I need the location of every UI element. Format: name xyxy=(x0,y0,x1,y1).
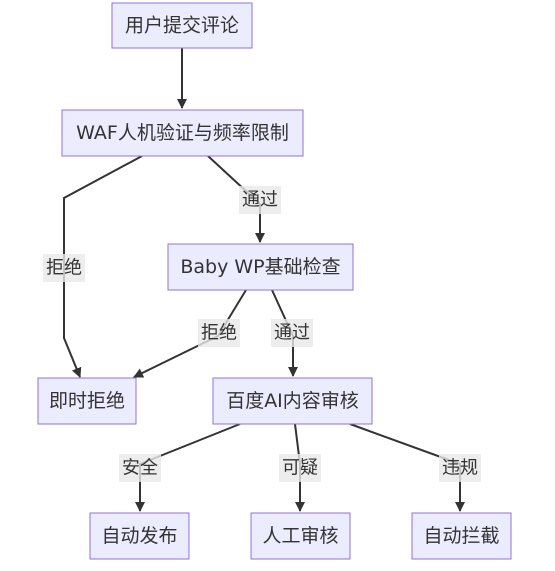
edge-label-baby-baidu-text: 通过 xyxy=(274,323,310,344)
node-submit-label: 用户提交评论 xyxy=(125,15,239,37)
edge-label-baidu-manual: 可疑 xyxy=(279,454,321,482)
edge-label-baidu-block: 违规 xyxy=(439,454,481,482)
node-reject: 即时拒绝 xyxy=(37,377,137,425)
node-baidu: 百度AI内容审核 xyxy=(212,377,373,425)
edge-label-baidu-manual-text: 可疑 xyxy=(282,458,318,479)
edge-label-baby-reject-text: 拒绝 xyxy=(201,323,237,344)
node-waf-label: WAF人机验证与频率限制 xyxy=(76,122,289,144)
edge-label-baby-baidu: 通过 xyxy=(271,319,313,347)
node-block-label: 自动拦截 xyxy=(423,525,499,547)
edge-label-waf-reject-text: 拒绝 xyxy=(46,258,82,279)
nodes: 用户提交评论 WAF人机验证与频率限制 Baby WP基础检查 即时拒绝 百度A… xyxy=(37,2,512,560)
node-baby: Baby WP基础检查 xyxy=(167,243,354,291)
edge-label-baidu-publish: 安全 xyxy=(119,454,161,482)
node-baidu-label: 百度AI内容审核 xyxy=(226,390,359,412)
node-waf: WAF人机验证与频率限制 xyxy=(61,109,304,157)
node-block: 自动拦截 xyxy=(411,512,512,560)
edge-label-baidu-block-text: 违规 xyxy=(442,458,478,479)
node-reject-label: 即时拒绝 xyxy=(49,390,125,412)
node-publish: 自动发布 xyxy=(89,512,190,560)
node-baby-label: Baby WP基础检查 xyxy=(180,256,340,278)
edge-label-waf-reject: 拒绝 xyxy=(43,254,85,282)
edge-label-waf-baby-text: 通过 xyxy=(242,190,278,211)
node-manual-label: 人工审核 xyxy=(262,525,338,547)
edge-label-baidu-publish-text: 安全 xyxy=(122,458,158,479)
edge-label-waf-baby: 通过 xyxy=(239,186,281,214)
edge-labels: 拒绝 通过 拒绝 通过 安全 可疑 违规 xyxy=(43,186,481,482)
edge-label-baby-reject: 拒绝 xyxy=(198,319,240,347)
node-submit: 用户提交评论 xyxy=(111,2,253,49)
node-publish-label: 自动发布 xyxy=(101,525,177,547)
node-manual: 人工审核 xyxy=(250,512,351,560)
